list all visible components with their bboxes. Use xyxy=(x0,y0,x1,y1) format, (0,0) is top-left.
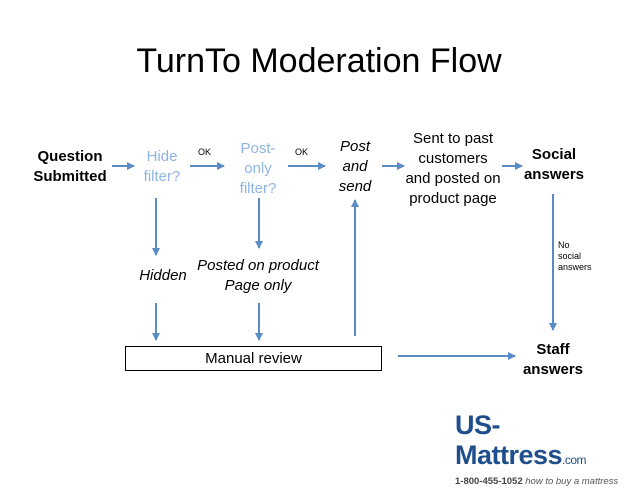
node-post-and-send: Post and send xyxy=(338,138,372,195)
diagram-title: TurnTo Moderation Flow xyxy=(136,42,502,80)
node-manual-review: Manual review xyxy=(125,346,382,371)
node-posted-on-product-page: Posted on product Page only xyxy=(197,257,319,294)
node-question-submitted: Question Submitted xyxy=(33,148,107,185)
node-sent-to-past-customers: Sent to past customers and posted on pro… xyxy=(405,130,501,207)
logo-phone: 1-800-455-1052 xyxy=(455,476,523,487)
us-mattress-logo: US-Mattress.com 1-800-455-1052 how to bu… xyxy=(455,410,625,488)
logo-tagline-row: 1-800-455-1052 how to buy a mattress xyxy=(455,476,625,488)
node-hide-filter: Hide filter? xyxy=(143,148,181,185)
edge-label-no-social-answers: No social answers xyxy=(558,240,592,272)
node-staff-answers: Staff answers xyxy=(522,341,584,378)
logo-brand: US-Mattress.com xyxy=(455,410,587,470)
node-post-only-filter: Post- only filter? xyxy=(239,140,277,197)
node-hidden: Hidden xyxy=(139,267,187,284)
logo-tagline: how to buy a mattress xyxy=(525,476,619,487)
node-social-answers: Social answers xyxy=(523,146,585,183)
edge-label-ok-1: OK xyxy=(198,147,212,157)
edge-label-ok-2: OK xyxy=(295,147,309,157)
